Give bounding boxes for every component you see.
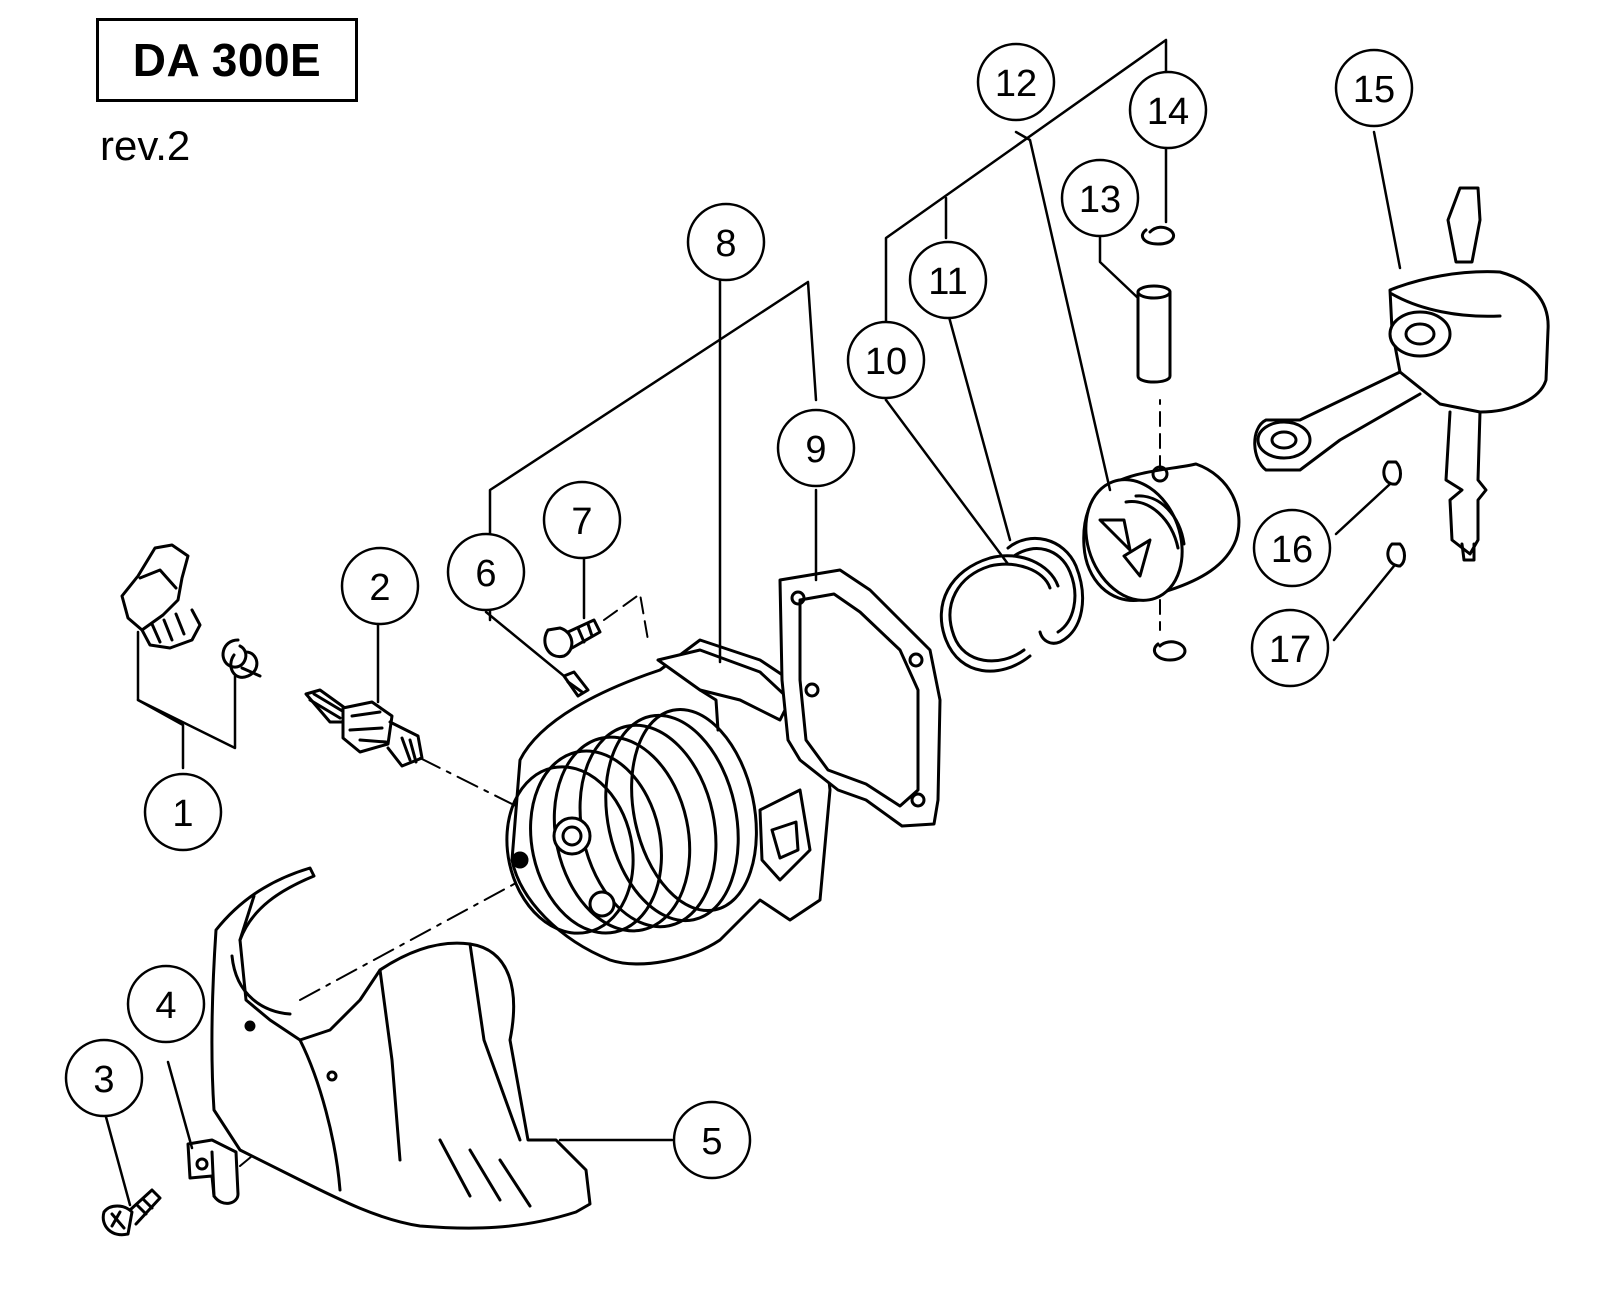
model-title: DA 300E	[132, 34, 322, 86]
bearing-part-16	[1334, 460, 1402, 536]
screw-part-7	[543, 546, 649, 659]
callout-circles	[64, 42, 1414, 1180]
spark-plug-part	[304, 604, 541, 819]
spark-plug-boot-part	[120, 543, 262, 770]
callout-4: 4	[155, 985, 176, 1027]
screw-part-3	[101, 1115, 162, 1237]
callout-11: 11	[928, 261, 967, 303]
bearing-part-17	[1332, 542, 1406, 642]
piston-ring-part-10	[884, 398, 1060, 673]
callout-9: 9	[805, 429, 826, 471]
callout-14: 14	[1147, 91, 1189, 133]
callout-13: 13	[1079, 179, 1121, 221]
callout-3: 3	[93, 1059, 114, 1101]
piston-ring-part-11	[944, 304, 1084, 645]
callout-6: 6	[475, 553, 496, 595]
cylinder-shroud-part-5	[210, 866, 674, 1230]
cylinder-part-8	[505, 256, 832, 966]
piston-pin-part-13	[1098, 224, 1172, 384]
base-gasket-part-9	[778, 488, 942, 828]
callout-17: 17	[1269, 629, 1311, 671]
callout-8: 8	[715, 223, 736, 265]
callout-1: 1	[172, 793, 193, 835]
callout-15: 15	[1353, 69, 1395, 111]
stud-part-6	[484, 610, 590, 698]
callout-12: 12	[995, 63, 1037, 105]
piston-part-12	[1014, 130, 1241, 631]
revision-label: rev.2	[100, 122, 191, 169]
callout-labels: 1 2 3 4 5 6 7 8 9 10 11 12 13 14 15 16 1…	[93, 63, 1395, 1163]
callout-16: 16	[1271, 529, 1313, 571]
crankshaft-part-15	[1253, 130, 1550, 562]
callout-7: 7	[571, 501, 592, 543]
callout-10: 10	[865, 341, 907, 383]
callout-2: 2	[369, 567, 390, 609]
circlip-part-14	[1141, 136, 1187, 662]
assembly-bracket-6-9	[488, 280, 818, 622]
callout-5: 5	[701, 1121, 722, 1163]
model-title-box: DA 300E	[96, 18, 358, 102]
